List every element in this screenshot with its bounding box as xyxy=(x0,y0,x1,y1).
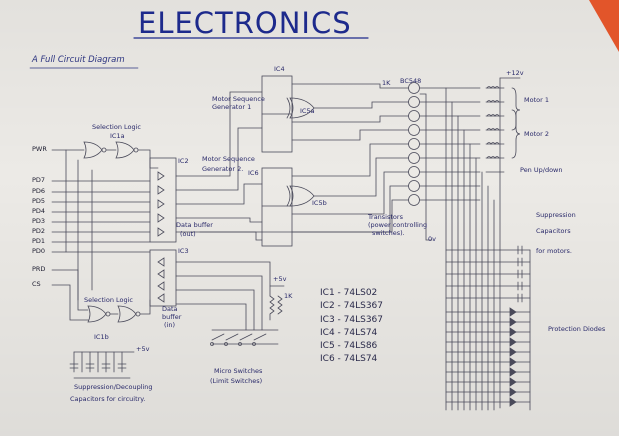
motor-seq-2-line1: Motor Sequence xyxy=(202,155,255,163)
motor2-label: Motor 2 xyxy=(524,130,549,138)
nor-gate-b1 xyxy=(87,305,107,323)
resistor-1k-bottom: 1K xyxy=(284,292,293,300)
port-pd1: PD1 xyxy=(32,237,46,245)
ic-list-item: IC1 - 74LS02 xyxy=(320,288,378,298)
motor-seq-1-line1: Motor Sequence xyxy=(212,95,265,103)
ic-list-item: IC2 - 74LS367 xyxy=(320,301,383,312)
motor-seq-1-line2: Generator 1 xyxy=(212,103,252,111)
ic6-box xyxy=(261,167,293,247)
port-cs: CS xyxy=(32,280,41,288)
transistor-note-line2: (power controlling xyxy=(368,221,428,229)
zero-v-label: 0v xyxy=(428,235,436,243)
xor-gate-5a xyxy=(286,97,315,119)
ic5b-label: IC5b xyxy=(312,199,327,207)
decoupling-line1: Suppression/Decoupling xyxy=(74,383,153,391)
resistor-1k-top: 1K xyxy=(382,79,391,87)
selection-logic-bottom-label: Selection Logic xyxy=(84,296,134,304)
data-buffer-in-line1: Data xyxy=(162,305,178,313)
diagram-subtitle: A Full Circuit Diagram xyxy=(32,55,125,65)
nor-gate-b2 xyxy=(117,305,137,323)
ic4-label: IC4 xyxy=(274,65,285,73)
nor-gate-a1 xyxy=(83,141,103,159)
ic1b-label: IC1b xyxy=(94,333,109,341)
data-buffer-out-line2: (out) xyxy=(180,230,196,238)
pullup-resistor xyxy=(269,295,275,321)
motor-seq-2-line2: Generator 2. xyxy=(202,165,244,173)
ic2-box xyxy=(149,157,177,243)
ic3-label: IC3 xyxy=(178,247,189,255)
port-pd2: PD2 xyxy=(32,227,46,235)
xor-gate-5b xyxy=(286,185,315,207)
plus5v-bottom-label: +5v xyxy=(136,345,150,353)
transistor-note-line1: Transistors xyxy=(368,213,403,221)
ic-list-item: IC3 - 74LS367 xyxy=(320,314,383,325)
ic6-label: IC6 xyxy=(248,169,259,177)
motor1-label: Motor 1 xyxy=(524,96,549,104)
selection-logic-top-label: Selection Logic xyxy=(92,123,142,131)
page-title: ELECTRONICS xyxy=(138,6,352,40)
port-pd0: PD0 xyxy=(32,247,46,255)
ic-list: IC1 - 74LS02 IC2 - 74LS367 IC3 - 74LS367… xyxy=(320,287,383,367)
port-pd6: PD6 xyxy=(32,187,46,195)
decoupling-line2: Capacitors for circuitry. xyxy=(70,395,146,403)
ic2-label: IC2 xyxy=(178,157,189,165)
ic5a-label: IC5a xyxy=(300,107,315,115)
suppression-line2: Capacitors xyxy=(536,227,571,235)
port-prd: PRD xyxy=(32,265,46,273)
plus5v-top-label: +5v xyxy=(273,275,287,283)
port-pd4: PD4 xyxy=(32,207,46,215)
ic-list-item: IC6 - 74LS74 xyxy=(320,354,378,365)
ic-list-item: IC5 - 74LS86 xyxy=(320,341,378,352)
port-pd5: PD5 xyxy=(32,197,46,205)
transistor-part: BC548 xyxy=(400,77,422,85)
protection-diodes-label: Protection Diodes xyxy=(548,325,606,333)
suppression-line3: for motors. xyxy=(536,247,572,255)
data-buffer-in-line3: (in) xyxy=(164,321,175,329)
suppression-line1: Suppression xyxy=(536,211,576,219)
ic1a-label: IC1a xyxy=(110,132,125,140)
data-buffer-out-line1: Data buffer xyxy=(176,221,213,229)
micro-switches-line2: (Limit Switches) xyxy=(210,377,263,385)
data-buffer-in-line2: buffer xyxy=(162,313,182,321)
nor-gate-a2 xyxy=(115,141,135,159)
micro-switches-line1: Micro Switches xyxy=(214,367,263,375)
port-pd7: PD7 xyxy=(32,176,46,184)
port-pd3: PD3 xyxy=(32,217,46,225)
port-pwr: PWR xyxy=(32,145,47,153)
ic2-buffers xyxy=(157,171,165,237)
transistor-note-line3: switches). xyxy=(372,229,405,237)
ic3-buffers xyxy=(157,257,165,303)
orange-corner xyxy=(589,0,619,52)
ic3-box xyxy=(149,249,177,307)
pen-label: Pen Up/down xyxy=(520,166,563,174)
ic-list-item: IC4 - 74LS74 xyxy=(320,327,378,338)
plus12v-label: +12v xyxy=(506,69,524,77)
